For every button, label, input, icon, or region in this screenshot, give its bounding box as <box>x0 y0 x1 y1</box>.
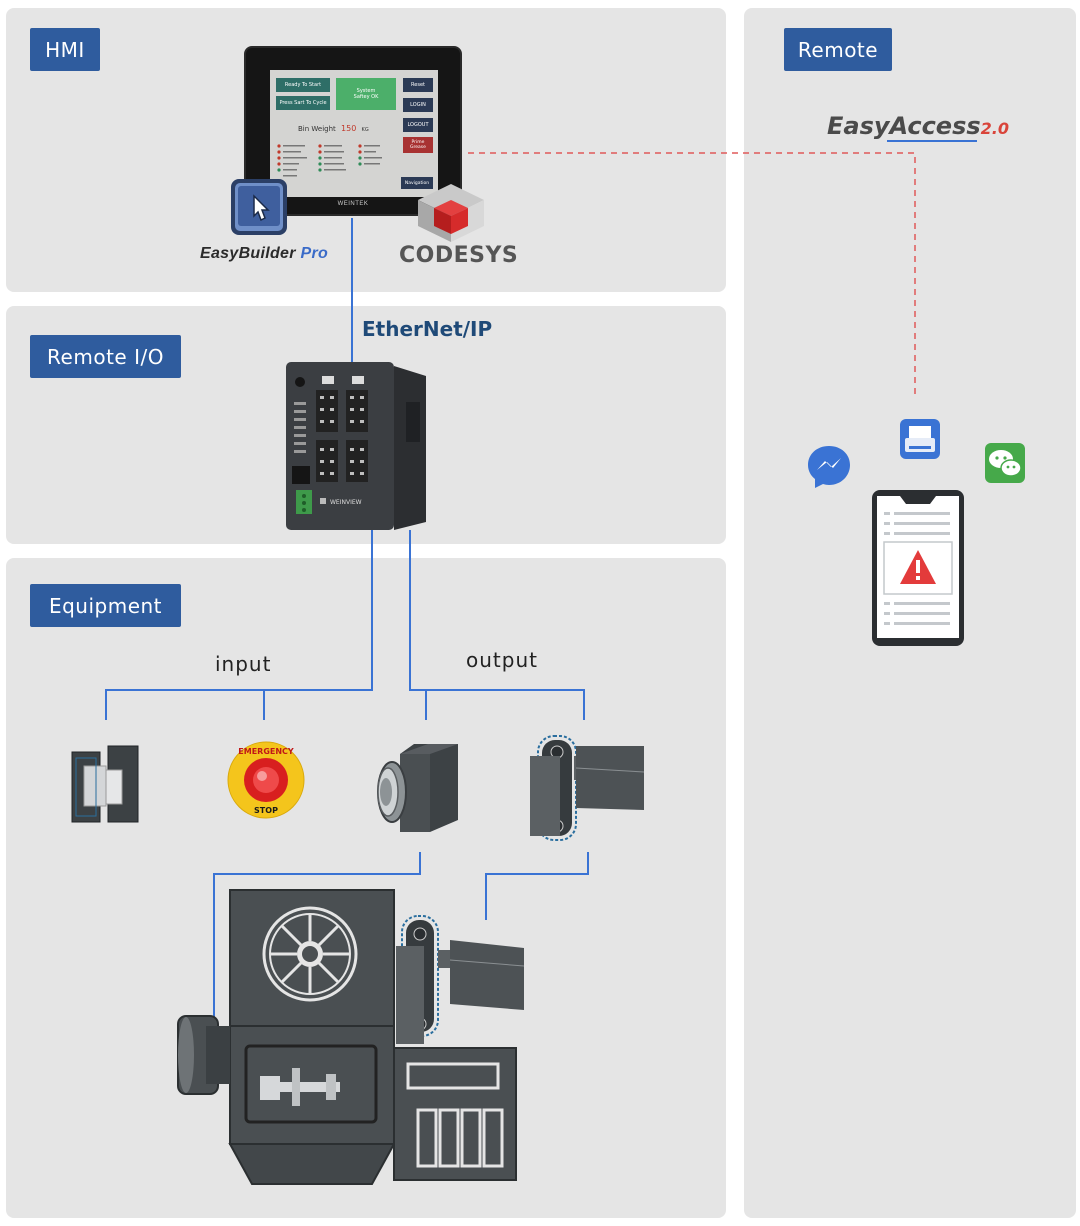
prime-label: Prime <box>411 140 425 145</box>
remote-io-tag: Remote I/O <box>30 335 181 378</box>
bin-weight-unit: KG <box>361 127 369 133</box>
easybuilder-accent: Pro <box>300 245 329 262</box>
codesys-logo: CODESYS <box>399 243 519 268</box>
remote-tag: Remote <box>784 28 892 71</box>
grease-label: Grease <box>410 145 426 150</box>
prime-grease-button[interactable]: Prime Grease <box>403 137 433 153</box>
proximity-sensor <box>71 745 139 823</box>
emergency-stop: EMERGENCY STOP <box>227 741 305 819</box>
codesys-cube-icon <box>418 184 484 242</box>
estop-bottom-text: STOP <box>254 806 278 815</box>
system-state: Saftey OK <box>353 94 379 100</box>
hmi-screen: Ready To Start Press Sart To Cycle Syste… <box>270 70 438 197</box>
login-button[interactable]: LOGIN <box>403 98 433 112</box>
navigation-button[interactable]: Navigation <box>401 177 433 189</box>
output-label: output <box>466 648 538 672</box>
phone-alert <box>872 490 964 646</box>
hmi-brand: WEINTEK <box>337 201 369 207</box>
status-indicators <box>277 144 382 177</box>
remote-io-module: WEINVIEW <box>286 362 426 530</box>
ready-button[interactable]: Ready To Start <box>276 78 330 92</box>
easyaccess-main: EasyAccess <box>827 112 981 140</box>
easyaccess-version: 2.0 <box>980 119 1009 138</box>
press-button[interactable]: Press Sart To Cycle <box>276 96 330 110</box>
logout-button[interactable]: LOGOUT <box>403 118 433 132</box>
input-label: input <box>215 652 272 676</box>
conveyor-device <box>530 735 645 841</box>
messenger-icon <box>808 446 850 488</box>
easybuilder-main: EasyBuilder <box>200 245 296 262</box>
easyaccess-underline <box>887 140 977 142</box>
system-status: System Saftey OK <box>336 78 396 110</box>
bin-weight-value: 150 <box>341 124 357 133</box>
easybuilder-icon <box>231 179 287 235</box>
system-label: System <box>356 88 376 94</box>
hmi-tag: HMI <box>30 28 100 71</box>
reset-button[interactable]: Reset <box>403 78 433 92</box>
estop-top-text: EMERGENCY <box>238 747 294 756</box>
remote-printer-icon <box>900 419 940 459</box>
bin-weight: Bin Weight 150 KG <box>298 124 369 133</box>
motor-device <box>377 744 458 832</box>
bin-weight-label: Bin Weight <box>298 125 336 133</box>
weinview-brand: WEINVIEW <box>330 499 362 506</box>
easybuilder-logo: EasyBuilder Pro <box>200 245 328 263</box>
machine-assembly <box>177 889 525 1185</box>
ethernetip-logo: EtherNet/IP <box>362 317 493 341</box>
easyaccess-logo: EasyAccess2.0 <box>827 112 1009 140</box>
wechat-icon <box>985 443 1025 483</box>
equipment-tag: Equipment <box>30 584 181 627</box>
